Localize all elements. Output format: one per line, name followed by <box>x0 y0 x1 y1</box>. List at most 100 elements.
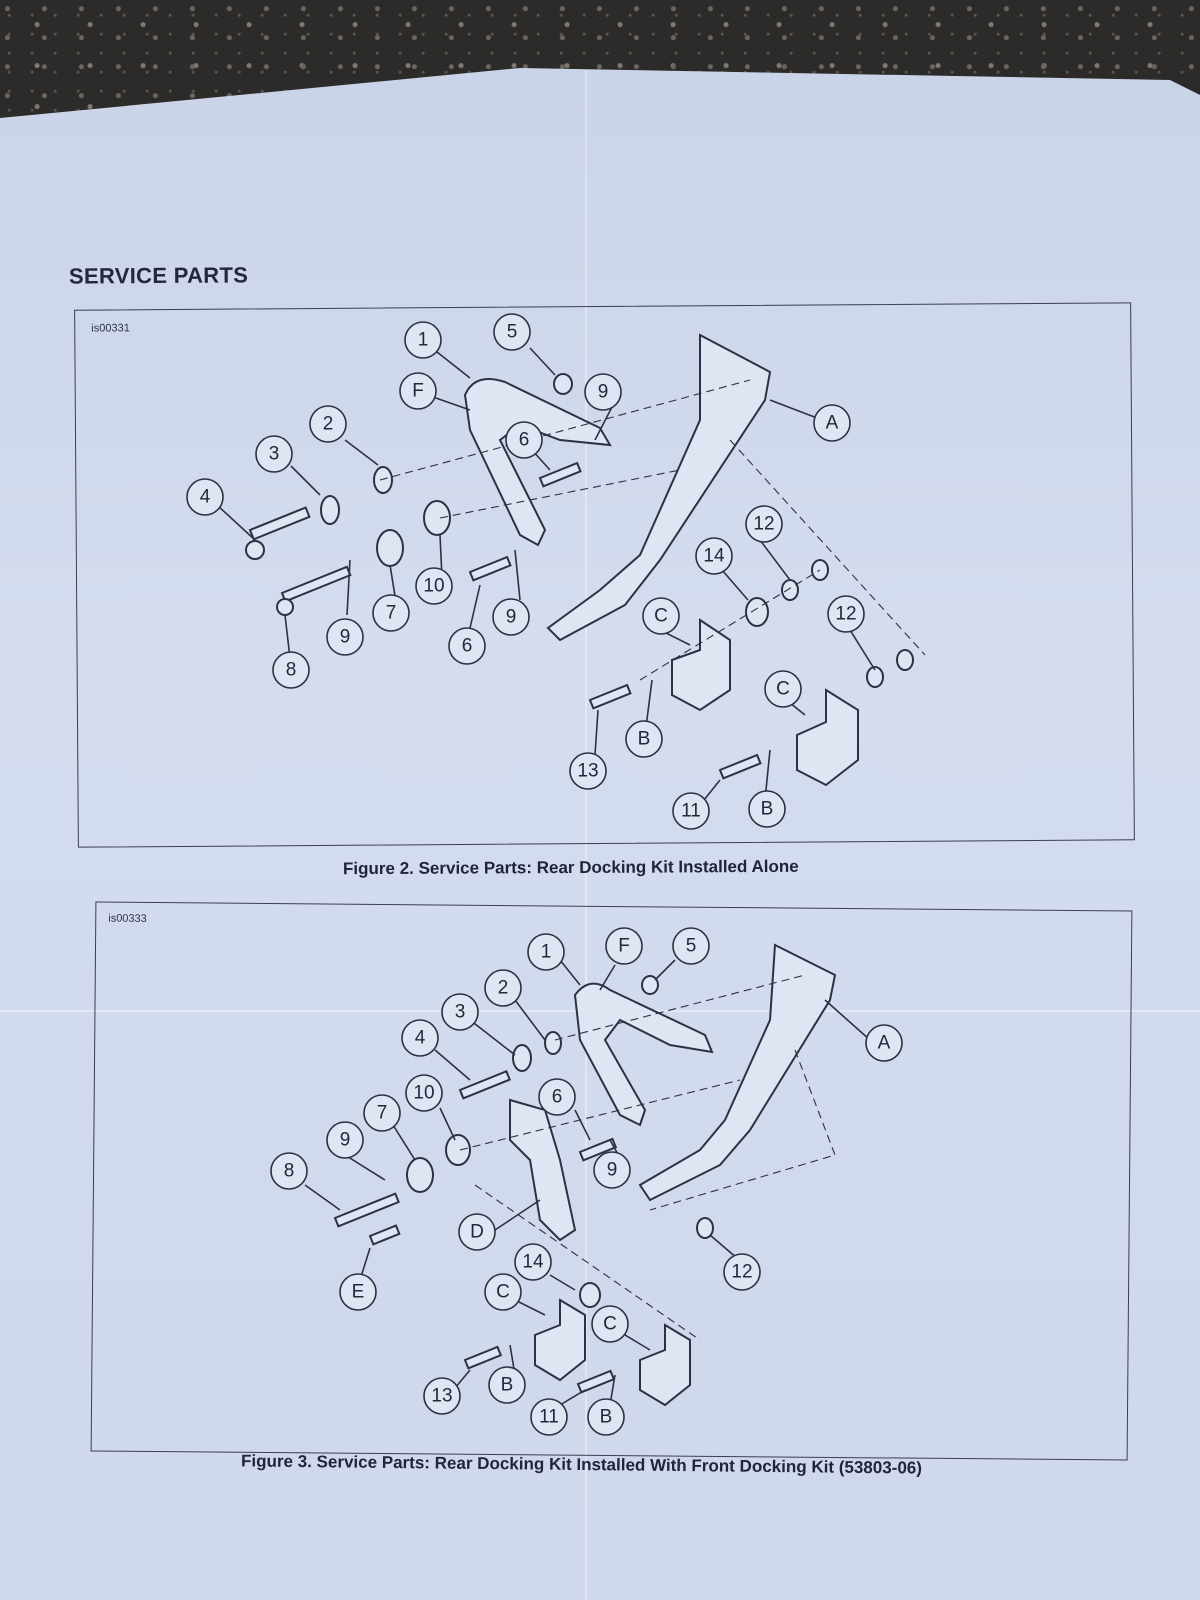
clip-c-upper <box>671 618 731 712</box>
svg-text:C: C <box>654 606 668 627</box>
svg-text:B: B <box>600 1407 613 1428</box>
callout-4: 4 <box>186 478 224 516</box>
callout-1: 1 <box>404 321 442 359</box>
callout-9: 9 <box>593 1151 631 1189</box>
bolt-4 <box>458 1069 512 1100</box>
callout-1: 1 <box>527 933 565 971</box>
callout-9: 9 <box>492 598 530 636</box>
svg-text:A: A <box>826 413 839 434</box>
callout-b: B <box>748 790 786 828</box>
callout-2: 2 <box>484 969 522 1007</box>
clip-c-lower <box>639 1323 691 1407</box>
svg-text:12: 12 <box>753 514 774 535</box>
callout-11: 11 <box>672 792 710 830</box>
svg-text:7: 7 <box>377 1103 388 1124</box>
callout-9: 9 <box>584 373 622 411</box>
leader-lines <box>304 959 871 1406</box>
svg-text:4: 4 <box>200 487 211 508</box>
svg-text:F: F <box>412 381 424 402</box>
callout-a: A <box>865 1024 903 1062</box>
svg-text:E: E <box>352 1282 365 1303</box>
callout-c: C <box>591 1305 629 1343</box>
assembly-line <box>639 569 821 681</box>
grommet-3 <box>512 1044 532 1072</box>
svg-text:5: 5 <box>686 936 697 957</box>
svg-text:8: 8 <box>284 1161 295 1182</box>
svg-text:2: 2 <box>323 414 334 435</box>
svg-text:9: 9 <box>607 1160 618 1181</box>
grommet-7 <box>406 1157 434 1193</box>
bolt-6-upper <box>538 461 582 488</box>
paper-fold-vertical <box>585 70 587 1600</box>
nut-5 <box>641 975 659 995</box>
bolt-6 <box>578 1137 618 1162</box>
callout-9: 9 <box>326 618 364 656</box>
svg-text:C: C <box>776 679 790 700</box>
callout-8: 8 <box>270 1152 308 1190</box>
assembly-line <box>729 439 926 656</box>
spacer-10 <box>445 1134 471 1166</box>
nut-5 <box>553 373 573 395</box>
bolt-4 <box>248 506 311 541</box>
callout-12: 12 <box>745 505 783 543</box>
callout-5: 5 <box>672 927 710 965</box>
loop-bracket <box>573 982 714 1127</box>
bolt-11 <box>718 753 762 780</box>
callout-14: 14 <box>514 1243 552 1281</box>
svg-text:C: C <box>496 1282 510 1303</box>
callout-f: F <box>399 372 437 410</box>
callout-13: 13 <box>569 752 607 790</box>
assembly-line <box>554 974 806 1041</box>
callout-3: 3 <box>441 993 479 1031</box>
callout-2: 2 <box>309 405 347 443</box>
svg-text:12: 12 <box>835 604 856 625</box>
svg-text:10: 10 <box>413 1083 434 1104</box>
callout-7: 7 <box>372 594 410 632</box>
callout-e: E <box>339 1273 377 1311</box>
svg-text:C: C <box>603 1314 617 1335</box>
loop-bracket <box>463 378 612 547</box>
svg-text:3: 3 <box>455 1002 466 1023</box>
bolt-6-lower <box>468 555 512 582</box>
svg-text:2: 2 <box>498 978 509 999</box>
figure-2-caption: Figure 2. Service Parts: Rear Docking Ki… <box>342 856 799 879</box>
svg-text:11: 11 <box>681 801 701 822</box>
bracket-a <box>546 333 772 642</box>
svg-text:9: 9 <box>506 607 517 628</box>
bolt-13 <box>588 683 632 710</box>
svg-text:4: 4 <box>415 1028 426 1049</box>
bolt-11 <box>576 1369 616 1394</box>
washer-12a <box>781 579 799 601</box>
bolt-8-head <box>276 598 294 616</box>
svg-text:12: 12 <box>731 1262 752 1283</box>
assembly-line <box>459 1079 741 1151</box>
callout-6: 6 <box>538 1078 576 1116</box>
grommet-3 <box>320 495 340 525</box>
bolt-4-head <box>245 540 265 560</box>
svg-text:1: 1 <box>541 942 552 963</box>
callout-9: 9 <box>326 1121 364 1159</box>
figure-3-drawing <box>333 943 837 1407</box>
svg-text:9: 9 <box>340 627 351 648</box>
svg-text:13: 13 <box>577 761 598 782</box>
svg-text:9: 9 <box>598 382 609 403</box>
svg-text:B: B <box>638 729 651 750</box>
callout-c: C <box>642 597 680 635</box>
callout-6: 6 <box>448 627 486 665</box>
svg-text:A: A <box>878 1033 891 1054</box>
callout-3: 3 <box>255 435 293 473</box>
svg-text:B: B <box>761 799 774 820</box>
svg-text:7: 7 <box>386 603 397 624</box>
bolt-13 <box>463 1345 503 1370</box>
svg-text:B: B <box>501 1375 514 1396</box>
svg-text:8: 8 <box>286 660 297 681</box>
callout-b: B <box>488 1366 526 1404</box>
assembly-line <box>474 1184 701 1341</box>
svg-text:6: 6 <box>552 1087 563 1108</box>
washer-12c <box>866 666 884 688</box>
assembly-line <box>379 379 751 481</box>
callout-8: 8 <box>272 651 310 689</box>
spacer-14 <box>579 1282 601 1308</box>
svg-text:F: F <box>618 936 630 957</box>
